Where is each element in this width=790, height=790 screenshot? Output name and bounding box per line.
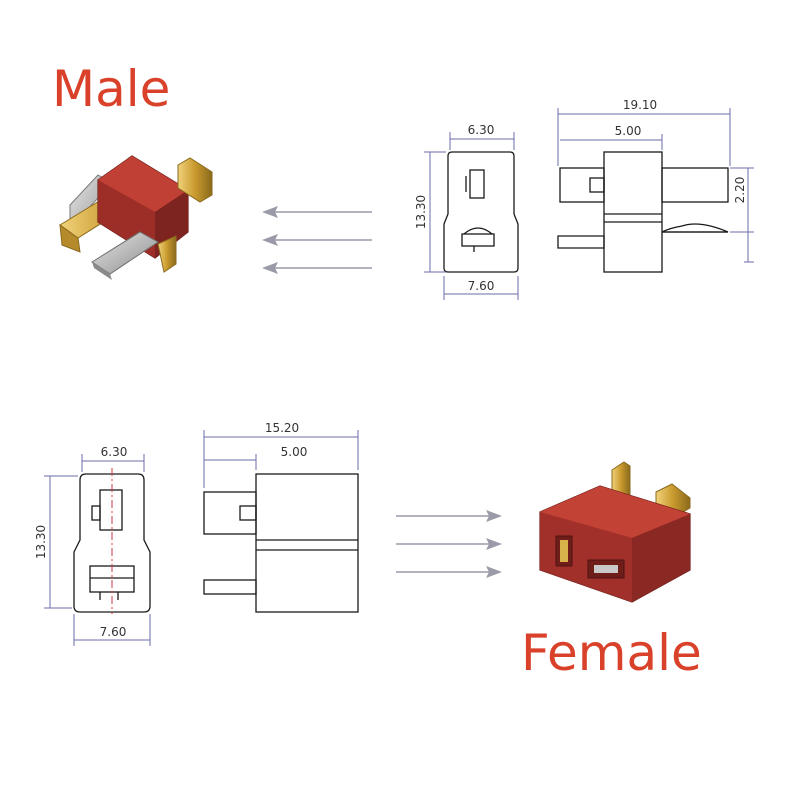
male-side-view [557,151,729,273]
female-side-view [203,473,359,613]
male-front-width-bottom: 7.60 [468,279,495,293]
female-arrows [396,510,502,578]
female-front-dimensions [44,454,151,646]
male-side-dimensions [557,108,754,263]
female-side-body: 5.00 [281,445,308,459]
male-side-total: 19.10 [623,98,657,112]
female-front-width-bottom: 7.60 [100,625,127,639]
male-front-height: 13.30 [414,195,428,229]
male-arrows [262,206,372,274]
male-side-body: 5.00 [615,124,642,138]
male-label: Male [52,60,171,118]
female-front-width-top: 6.30 [101,445,128,459]
female-side-total: 15.20 [265,421,299,435]
male-front-width-top: 6.30 [468,123,495,137]
female-connector-photo [539,461,691,603]
male-connector-photo [59,155,213,280]
male-side-pin: 2.20 [733,177,747,204]
male-front-view [443,151,519,273]
female-side-dimensions [203,430,359,488]
male-front-dimensions [424,132,519,300]
female-label: Female [521,624,702,682]
female-front-height: 13.30 [34,525,48,559]
